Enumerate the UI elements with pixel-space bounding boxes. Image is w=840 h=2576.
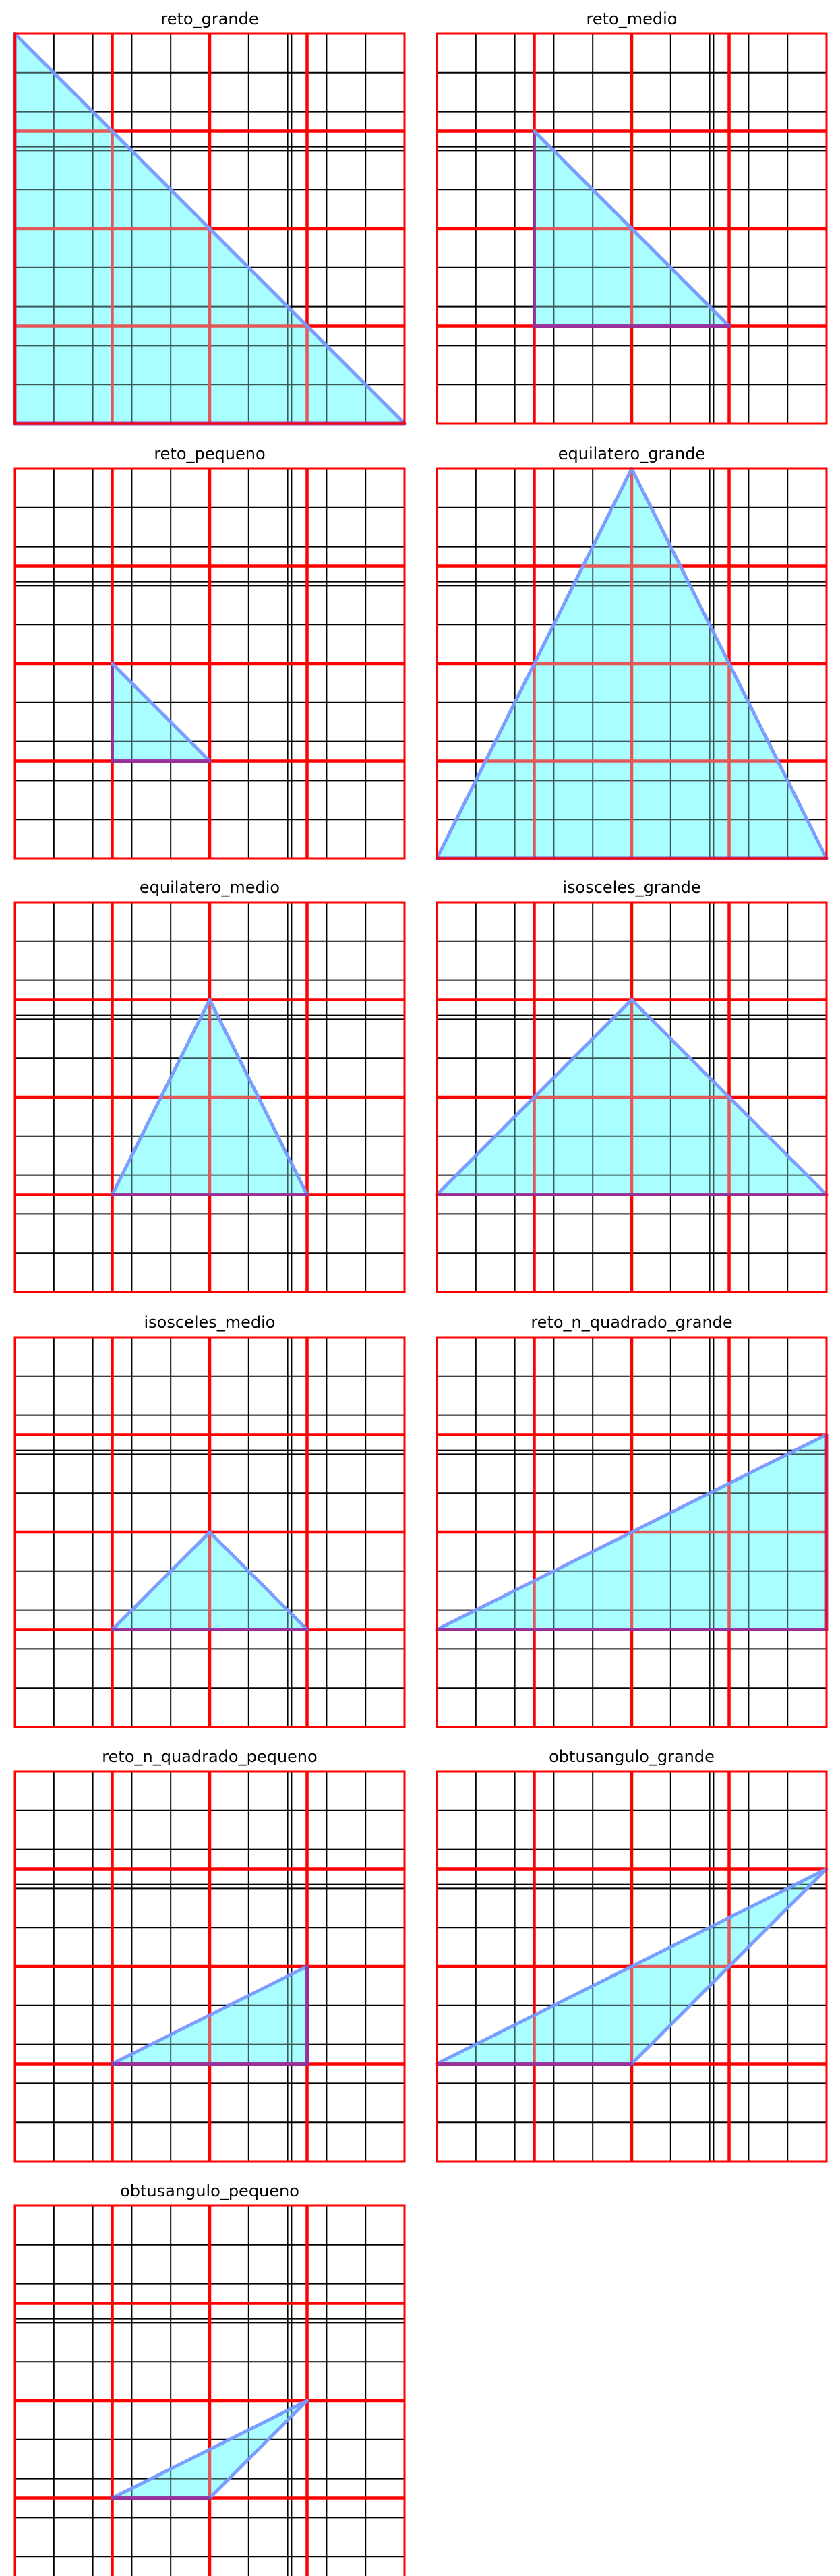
- triangle-edge: [630, 467, 829, 860]
- panel-title: reto_grande: [160, 9, 258, 28]
- panel-title: isosceles_medio: [144, 1313, 276, 1332]
- panel-frame: [436, 901, 828, 1293]
- triangle-tint: [437, 999, 827, 1195]
- triangle-edge: [435, 1433, 829, 1631]
- panel-equilatero-medio: equilatero_medio: [13, 878, 406, 1293]
- panel-frame: [436, 1336, 828, 1728]
- triangle-edge: [111, 1530, 212, 1631]
- panel-reto-n-quadrado-grande: reto_n_quadrado_grande: [435, 1313, 829, 1728]
- panel-frame: [13, 467, 406, 860]
- panel-reto-pequeno: reto_pequeno: [13, 444, 406, 860]
- panel-title: reto_n_quadrado_grande: [531, 1313, 732, 1332]
- triangle-tint: [437, 469, 827, 858]
- triangle-edge: [208, 2399, 309, 2500]
- panel-reto-grande: reto_grande: [13, 9, 407, 426]
- triangle-edge: [111, 2399, 309, 2500]
- major-grid: [15, 1772, 404, 2161]
- panel-title: reto_medio: [587, 9, 678, 28]
- panel-equilatero-grande: equilatero_grande: [435, 444, 829, 860]
- panel-frame: [436, 1770, 828, 2163]
- panel-title: obtusangulo_grande: [549, 1747, 715, 1766]
- triangle-edge: [208, 1530, 309, 1631]
- triangle-edge: [435, 467, 634, 860]
- triangle-edge: [435, 1867, 829, 2066]
- panel-obtusangulo-pequeno: obtusangulo_pequeno: [13, 2182, 406, 2576]
- triangle-edge: [533, 129, 731, 328]
- panel-title: equilatero_grande: [558, 444, 705, 463]
- panel-obtusangulo-grande: obtusangulo_grande: [435, 1747, 829, 2163]
- panel-title: obtusangulo_pequeno: [120, 2182, 299, 2200]
- panel-frame: [13, 901, 406, 1293]
- triangle-edge: [435, 998, 634, 1196]
- panel-reto-medio: reto_medio: [436, 9, 828, 425]
- panel-title: reto_pequeno: [154, 444, 265, 463]
- triangle-edge: [111, 998, 212, 1196]
- panel-isosceles-medio: isosceles_medio: [13, 1313, 406, 1728]
- panel-isosceles-grande: isosceles_grande: [435, 878, 829, 1293]
- panel-title: isosceles_grande: [562, 878, 700, 897]
- panel-title: reto_n_quadrado_pequeno: [102, 1747, 317, 1766]
- triangle-tint: [112, 999, 307, 1195]
- triangle-edge: [111, 662, 212, 763]
- triangle-edge: [630, 998, 829, 1196]
- panel-frame: [13, 1770, 406, 2163]
- panel-frame: [13, 32, 406, 425]
- triangle-edge: [208, 998, 309, 1196]
- panel-frame: [13, 1336, 406, 1728]
- major-grid: [15, 469, 404, 858]
- triangle-edge: [13, 32, 407, 426]
- major-grid: [437, 34, 827, 423]
- triangle-edge: [630, 1867, 829, 2066]
- major-grid: [437, 469, 827, 858]
- panel-title: equilatero_medio: [140, 878, 280, 897]
- triangle-tint: [112, 1532, 307, 1630]
- panel-frame: [436, 32, 828, 425]
- panel-frame: [13, 2204, 406, 2576]
- panel-frame: [436, 467, 828, 860]
- major-grid: [15, 2206, 404, 2576]
- triangle-edge: [111, 1964, 309, 2066]
- panel-reto-n-quadrado-pequeno: reto_n_quadrado_pequeno: [13, 1747, 406, 2163]
